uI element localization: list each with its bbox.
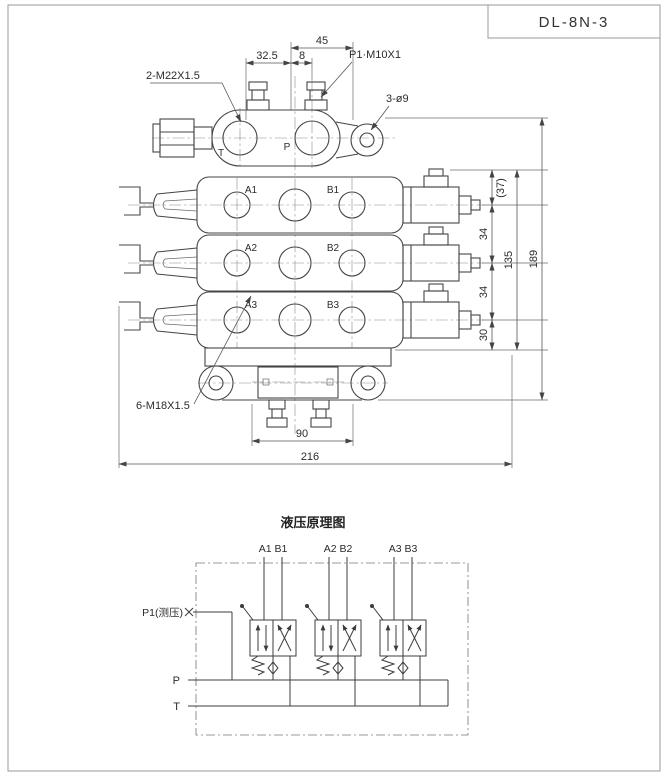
port-label-t: T — [218, 148, 224, 159]
schematic-group3-label: A3 B3 — [389, 543, 418, 555]
title-block-model: DL-8N-3 — [539, 14, 610, 31]
schematic-group1-label: A1 B1 — [259, 543, 288, 555]
dim-135: 135 — [503, 251, 515, 269]
work-section-1: A1 B1 — [119, 168, 481, 234]
port-label-a1: A1 — [245, 185, 258, 196]
port-label-b3: B3 — [327, 300, 340, 311]
schematic-p-label: P — [173, 675, 180, 687]
valve-symbol-2 — [305, 557, 362, 706]
inlet-section: T P — [152, 81, 384, 167]
port-label-a2: A2 — [245, 243, 258, 254]
dim-34b: 34 — [478, 286, 490, 298]
dim-90: 90 — [296, 428, 308, 440]
dimensions: 45 32.5 8 P1·M10X1 2-M22X1.5 3-ø9 6-M18X… — [118, 35, 548, 468]
dim-45: 45 — [316, 35, 328, 47]
dim-216: 216 — [301, 451, 319, 463]
label-p1-port: P1·M10X1 — [349, 49, 401, 61]
sheet-frame — [7, 4, 661, 772]
centerlines — [128, 76, 484, 434]
port-label-p: P — [284, 142, 291, 153]
valve-symbol-3 — [370, 557, 427, 706]
dim-189: 189 — [528, 250, 540, 268]
schematic-t-label: T — [173, 701, 180, 713]
work-section-2: A2 B2 — [119, 226, 481, 292]
outlet-section — [198, 347, 392, 428]
port-label-b1: B1 — [327, 185, 340, 196]
valve-symbol-1 — [240, 557, 297, 706]
dim-34a: 34 — [478, 228, 490, 240]
dim-32-5: 32.5 — [256, 50, 277, 62]
schematic-p1-label: P1(测压) — [142, 606, 183, 619]
dim-8: 8 — [299, 50, 305, 62]
schematic-group2-label: A2 B2 — [324, 543, 353, 555]
dim-37: (37) — [495, 178, 507, 198]
port-label-b2: B2 — [327, 243, 340, 254]
hydraulic-schematic: 液压原理图 A1 B1 A2 B2 A3 B3 — [142, 515, 469, 736]
schematic-rails — [184, 607, 449, 707]
label-mount-holes: 3-ø9 — [386, 93, 409, 105]
label-work-thread: 6-M18X1.5 — [136, 400, 190, 412]
schematic-title: 液压原理图 — [280, 515, 345, 530]
schematic-boundary — [195, 562, 469, 736]
dim-30: 30 — [478, 329, 490, 341]
port-label-a3: A3 — [245, 300, 258, 311]
label-tp-thread: 2-M22X1.5 — [146, 70, 200, 82]
work-section-3: A3 B3 — [119, 283, 481, 349]
